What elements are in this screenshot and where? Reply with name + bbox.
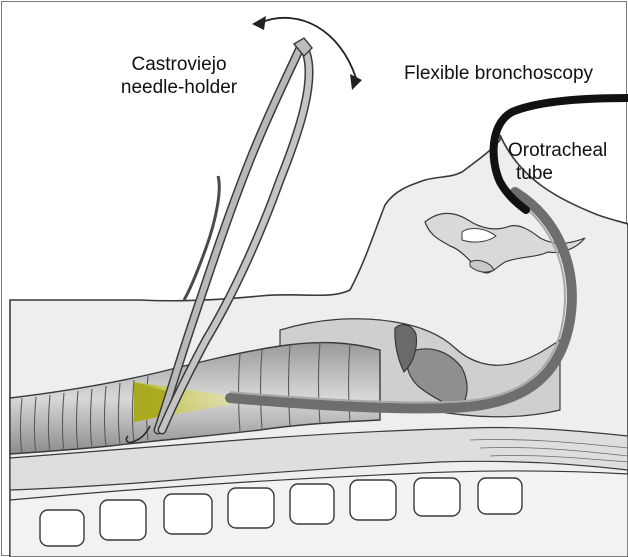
bronchoscopy-label: Flexible bronchoscopy — [404, 62, 593, 85]
needle-holder-label-line1: Castroviejo — [104, 53, 254, 76]
needle-holder-label-line2: needle-holder — [104, 76, 254, 99]
needle-holder-label: Castroviejo needle-holder — [104, 53, 254, 99]
rotation-arrow-head-left — [252, 16, 266, 30]
tube-label-line1: Orotracheal — [508, 139, 607, 162]
tube-label-line2: tube — [508, 162, 607, 185]
orotracheal-tube-label: Orotracheal tube — [508, 139, 607, 185]
